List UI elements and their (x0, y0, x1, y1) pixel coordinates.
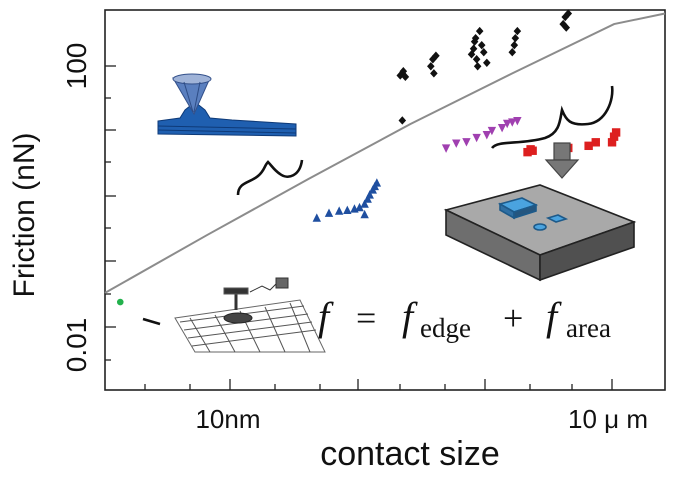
data-point-s2-p8 (508, 118, 517, 127)
formula-plus: + (503, 298, 523, 338)
formula-term2-sub: area (566, 313, 611, 343)
data-point-s4-p8 (432, 51, 440, 60)
data-point-s4-p25 (562, 23, 571, 32)
formula-lhs: f (318, 294, 334, 339)
data-point-s4-p18 (483, 58, 491, 67)
data-point-s4-p22 (513, 26, 522, 36)
brace-right (490, 85, 614, 149)
afm-tip-illustration-icon (157, 73, 297, 137)
data-point-s4-p16 (477, 40, 486, 50)
data-point-s0-p0 (116, 298, 124, 306)
data-point-s4-p14 (473, 62, 482, 71)
contact-block-illustration-icon (443, 184, 637, 282)
data-point-s4-p26 (564, 9, 573, 18)
data-point-s1-p12 (360, 209, 369, 219)
data-point-s4-p13 (472, 55, 481, 64)
data-point-s4-p6 (429, 55, 437, 64)
formula-equals: = (356, 298, 376, 338)
y-ticks (105, 65, 116, 361)
data-point-s4-p10 (469, 44, 478, 53)
data-point-s1-p6 (360, 199, 369, 208)
data-point-s2-p2 (462, 138, 471, 147)
data-point-s4-p4 (398, 116, 407, 125)
data-point-s2-p7 (502, 119, 512, 129)
y-tick-label-100: 100 (61, 43, 92, 90)
data-point-s1-p3 (343, 205, 352, 215)
data-point-s4-p12 (471, 33, 480, 43)
y-axis-title: Friction (nN) (8, 132, 41, 297)
data-point-s2-p5 (487, 126, 497, 136)
x-ticks (144, 379, 613, 390)
data-point-s4-p3 (401, 72, 410, 82)
down-arrow-icon (544, 142, 580, 179)
brace-left (236, 159, 304, 196)
data-point-s1-p8 (365, 190, 374, 199)
data-point-s1-p1 (324, 208, 334, 217)
data-point-s4-p19 (508, 48, 517, 57)
plot-frame (104, 9, 666, 391)
data-point-s3-p7 (607, 138, 617, 147)
data-point-s4-p17 (479, 48, 488, 57)
data-point-s2-p6 (497, 124, 507, 133)
fit-line-layer (104, 12, 666, 294)
data-point-s3-p6 (591, 138, 600, 147)
friction-formula: f = f edge + f area (318, 294, 611, 343)
data-point-s1-p0 (312, 213, 321, 222)
data-point-s3-p5 (584, 141, 593, 151)
x-tick-label-10nm: 10nm (195, 404, 260, 434)
data-point-s3-p9 (611, 128, 621, 137)
data-point-s2-p1 (452, 139, 461, 148)
data-point-s4-p15 (475, 26, 484, 36)
data-point-s1-p2 (334, 206, 344, 215)
data-point-s4-p2 (399, 67, 408, 76)
graphene-sheet-illustration-icon (142, 277, 326, 353)
data-point-s1-p5 (355, 202, 364, 212)
x-tick-label-10um: 10 μ m (568, 404, 648, 434)
data-point-s2-p0 (441, 144, 451, 153)
data-point-s1-p7 (363, 194, 372, 203)
data-point-s3-p2 (528, 146, 537, 155)
data-point-s4-p20 (510, 40, 519, 50)
data-point-s1-p11 (372, 178, 382, 187)
y-tick-label-0.01: 0.01 (61, 318, 92, 373)
data-point-s4-p5 (427, 62, 435, 71)
data-point-s2-p9 (513, 116, 522, 126)
data-point-s3-p8 (609, 132, 619, 141)
fit-line (104, 12, 666, 294)
formula-term2: f (546, 294, 562, 339)
data-point-s4-p21 (511, 33, 520, 43)
data-point-s4-p7 (430, 69, 438, 78)
data-point-s2-p4 (482, 131, 492, 140)
formula-term1: f (402, 294, 418, 339)
x-axis-title: contact size (320, 435, 500, 473)
data-point-s2-p3 (472, 133, 481, 143)
formula-term1-sub: edge (420, 313, 471, 343)
